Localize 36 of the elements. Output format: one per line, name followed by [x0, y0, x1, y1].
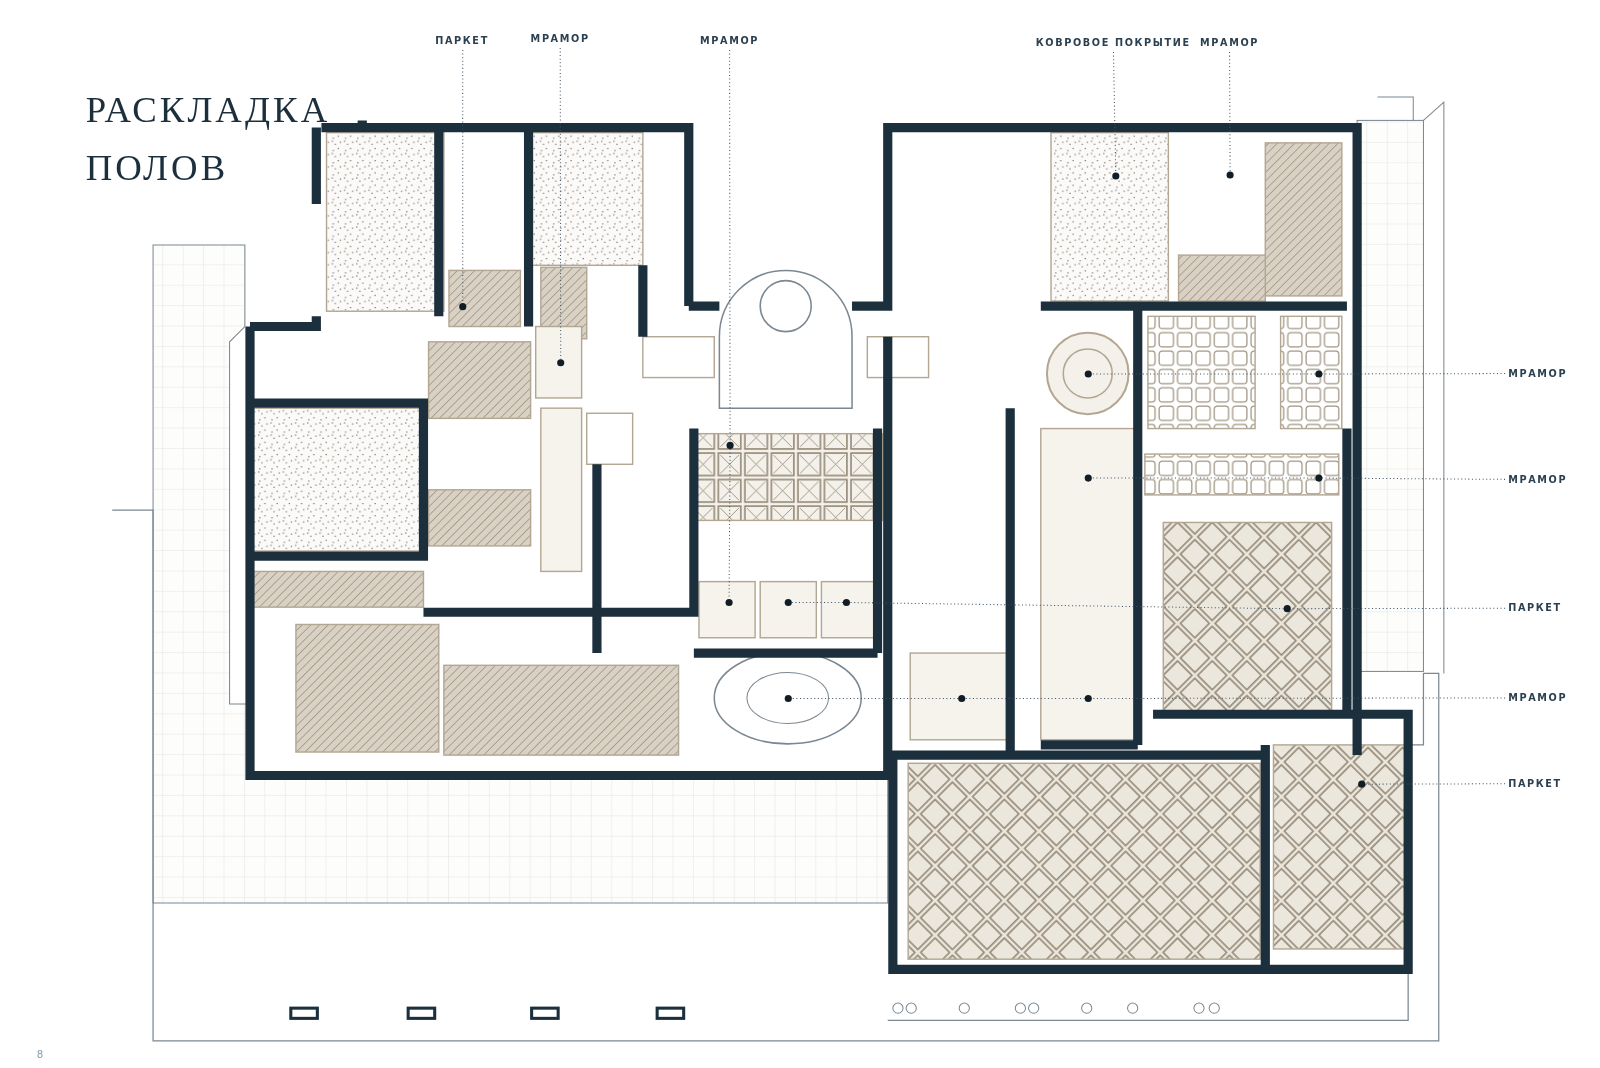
leader-line: [1229, 51, 1231, 172]
marker-dot: [1314, 474, 1322, 482]
page-number: 8: [36, 1048, 44, 1061]
marker-dot: [1111, 171, 1119, 180]
marker-dot: [1084, 369, 1092, 378]
material-label: ПАРКЕТ: [1508, 602, 1562, 615]
material-label: МРАМОР: [1200, 36, 1260, 49]
leader-line: [1290, 607, 1506, 610]
material-label: ПАРКЕТ: [435, 34, 489, 47]
marker-dot: [1314, 369, 1322, 378]
material-label: МРАМОР: [1508, 367, 1568, 380]
marker-dot: [726, 441, 734, 449]
marker-dot: [1084, 474, 1092, 482]
page-title: РАСКЛАДКА ПОЛОВ: [85, 88, 332, 190]
leader-line: [462, 49, 464, 304]
leader-line: [729, 49, 731, 443]
material-label: ПАРКЕТ: [1508, 777, 1562, 790]
marker-dot: [1283, 604, 1291, 612]
leader-line: [1091, 697, 1506, 699]
material-label: МРАМОР: [530, 32, 590, 45]
marker-dot: [725, 598, 733, 606]
marker-dot: [556, 358, 564, 366]
marker-dot: [784, 694, 792, 702]
marker-dot: [1357, 780, 1365, 788]
marker-dot: [784, 598, 792, 606]
leader-line: [791, 697, 959, 699]
marker-dot: [458, 302, 466, 310]
material-label: МРАМОР: [1508, 473, 1568, 486]
marker-dot: [957, 694, 965, 702]
material-label: МРАМОР: [700, 34, 760, 47]
marker-dot: [1084, 694, 1092, 702]
marker-dot: [842, 598, 850, 606]
marker-dot: [1226, 170, 1234, 179]
material-label: КОВРОВОЕ ПОКРЫТИЕ: [1035, 36, 1191, 49]
leader-line: [1091, 477, 1316, 479]
material-label: МРАМОР: [1508, 691, 1568, 705]
